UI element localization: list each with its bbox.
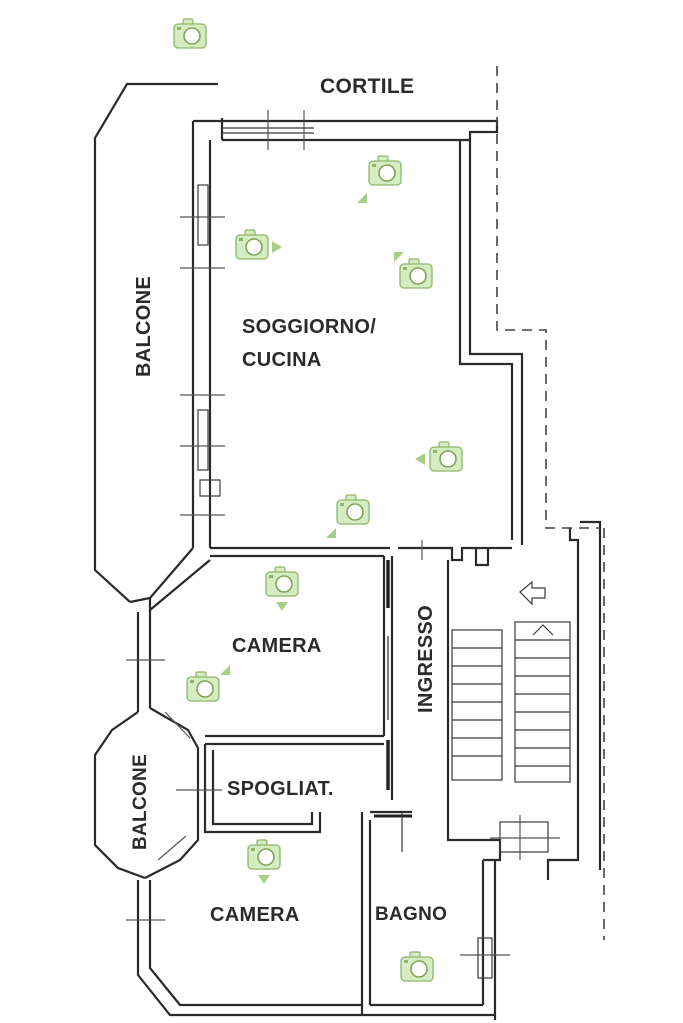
label-cucina: CUCINA [242, 349, 322, 371]
label-balcone-bottom: BALCONE [130, 754, 151, 850]
camera-icon[interactable] [265, 566, 299, 611]
walls [93, 82, 602, 1020]
label-camera-1: CAMERA [232, 635, 322, 657]
camera-icon[interactable] [394, 252, 433, 289]
photo-markers [173, 18, 463, 982]
camera-icon[interactable] [415, 441, 463, 472]
camera-icon[interactable] [326, 494, 370, 538]
label-spogliatoio: SPOGLIAT. [227, 778, 334, 800]
label-balcone-top: BALCONE [133, 276, 155, 377]
camera-icon[interactable] [400, 951, 434, 982]
camera-icon[interactable] [186, 665, 230, 702]
camera-icon[interactable] [235, 229, 282, 260]
camera-icon[interactable] [357, 155, 402, 203]
label-soggiorno: SOGGIORNO/ [242, 316, 376, 338]
label-cortile: CORTILE [320, 75, 414, 98]
label-bagno: BAGNO [375, 904, 447, 925]
property-boundary [496, 66, 605, 940]
door-marks [374, 560, 412, 852]
label-ingresso: INGRESSO [415, 605, 437, 713]
camera-icon[interactable] [173, 18, 207, 49]
window-marks [126, 110, 510, 979]
room-labels: CORTILE BALCONE SOGGIORNO/ CUCINA CAMERA… [130, 75, 447, 926]
label-camera-2: CAMERA [210, 904, 300, 926]
staircase [451, 580, 571, 860]
camera-icon[interactable] [247, 839, 281, 884]
